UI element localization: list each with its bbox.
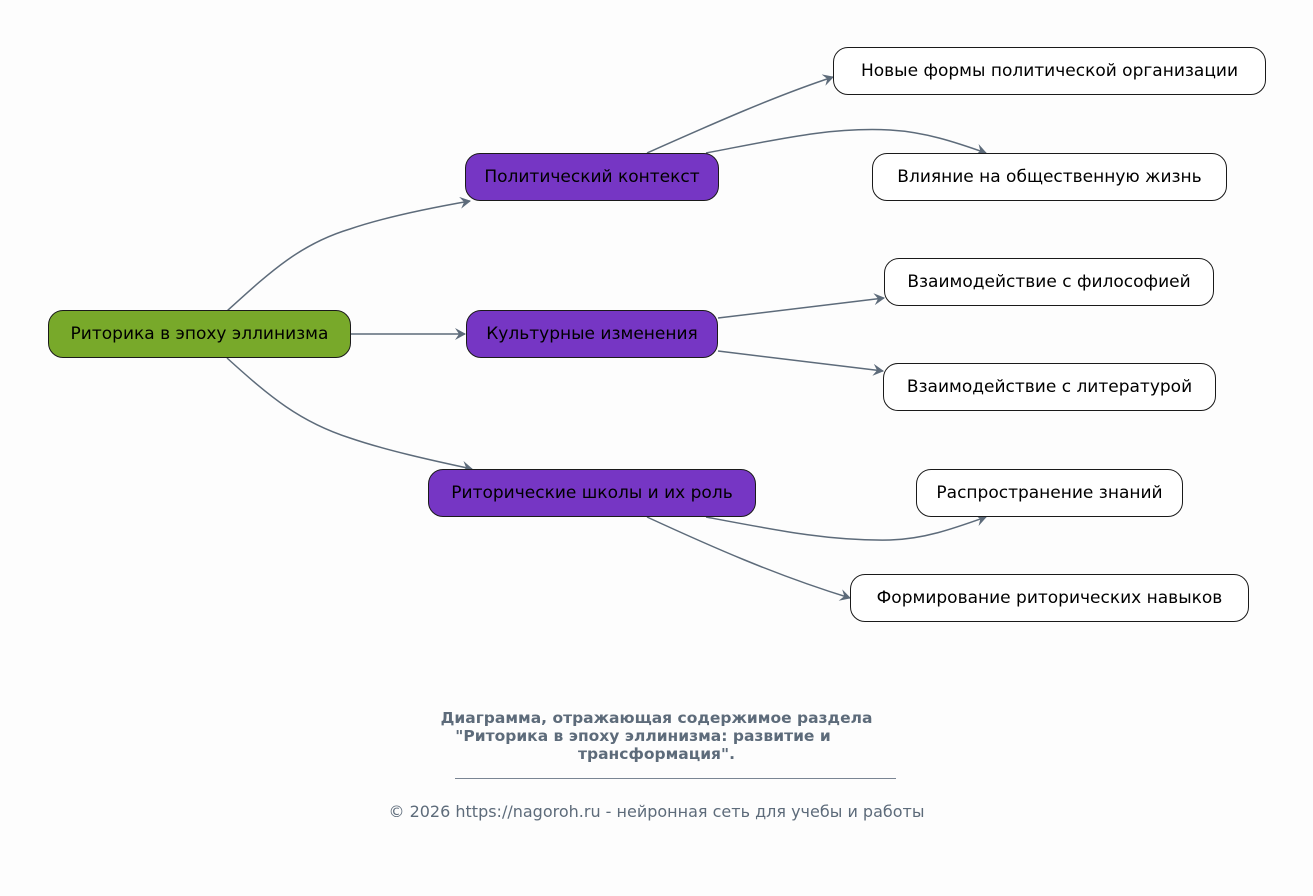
edge-schools-to-skills: [646, 516, 851, 601]
edge-political-to-new-forms: [646, 74, 834, 154]
edge-root-to-schools: [226, 357, 473, 473]
edge-political-to-influence: [705, 128, 987, 156]
leaf-node-rhetoric-skills[interactable]: Формирование риторических навыков: [850, 574, 1249, 622]
leaf-node-new-political-forms[interactable]: Новые формы политической организации: [833, 47, 1266, 95]
branch-node-cultural-changes[interactable]: Культурные изменения: [466, 310, 718, 358]
leaf-node-literature-interaction[interactable]: Взаимодействие с литературой: [883, 363, 1216, 411]
caption-line-2: "Риторика в эпоху эллинизма: развитие и: [455, 727, 858, 745]
footer-copyright: © 2026 https://nagoroh.ru - нейронная се…: [388, 802, 925, 821]
root-node[interactable]: Риторика в эпоху эллинизма: [48, 310, 351, 358]
leaf-node-knowledge-spread[interactable]: Распространение знаний: [916, 469, 1183, 517]
leaf-node-social-influence[interactable]: Влияние на общественную жизнь: [872, 153, 1227, 201]
caption-line-1: Диаграмма, отражающая содержимое раздела: [440, 709, 873, 727]
diagram-caption-title: Диаграмма, отражающая содержимое раздела…: [0, 709, 1313, 763]
edge-root-to-political: [226, 196, 471, 312]
leaf-node-philosophy-interaction[interactable]: Взаимодействие с философией: [884, 258, 1214, 306]
caption-divider: [455, 778, 896, 779]
edge-schools-to-knowledge: [705, 514, 987, 541]
branch-node-rhetoric-schools[interactable]: Риторические школы и их роль: [428, 469, 756, 517]
caption-line-3: трансформация".: [578, 745, 735, 763]
edge-cultural-to-philosophy: [717, 293, 885, 319]
branch-node-political-context[interactable]: Политический контекст: [465, 153, 719, 201]
edge-cultural-to-literature: [717, 350, 884, 376]
